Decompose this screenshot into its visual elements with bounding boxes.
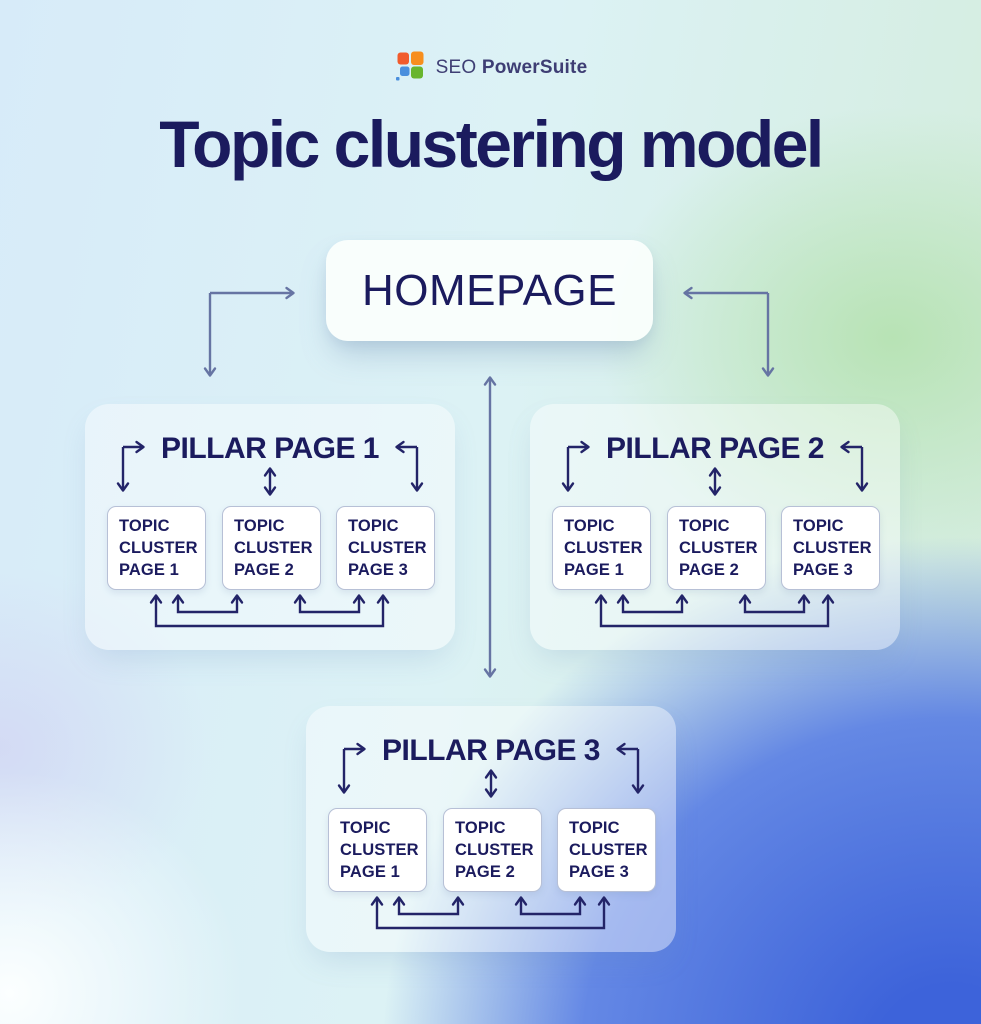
cluster-line: CLUSTER xyxy=(340,841,419,859)
cluster-line: CLUSTER xyxy=(119,539,198,557)
cluster-line: PAGE 2 xyxy=(679,561,739,579)
cluster-line: TOPIC xyxy=(348,517,399,535)
logo-text: SEO PowerSuite xyxy=(436,57,588,79)
cluster-line: TOPIC xyxy=(119,517,170,535)
cluster-line: TOPIC xyxy=(564,517,615,535)
homepage-left-arrow xyxy=(203,286,295,377)
cluster-line: PAGE 2 xyxy=(455,863,515,881)
logo-text-powersuite: PowerSuite xyxy=(481,56,588,78)
cluster-line: PAGE 1 xyxy=(340,863,400,881)
topic-cluster-node: TOPIC CLUSTER PAGE 2 xyxy=(443,808,542,892)
homepage-node: HOMEPAGE xyxy=(326,240,653,341)
pillar-title-left-arrow xyxy=(337,742,366,794)
pillar-title-left-arrow xyxy=(116,440,145,492)
pillar-internal-arrows xyxy=(561,440,869,628)
pillar-title-right-arrow xyxy=(395,440,424,492)
cluster-line: TOPIC xyxy=(234,517,285,535)
logo-text-seo: SEO xyxy=(435,56,477,78)
topic-cluster-node: TOPIC CLUSTER PAGE 2 xyxy=(667,506,766,590)
pillar-page-2-panel: PILLAR PAGE 2 TOPIC CLUSTER PAGE 1 TOPIC… xyxy=(530,404,900,650)
page-title: Topic clustering model xyxy=(159,107,824,181)
pillar-page-title: PILLAR PAGE 1 xyxy=(161,432,379,465)
pillar-internal-arrows xyxy=(116,440,424,628)
pillar-title-left-arrow xyxy=(561,440,590,492)
cluster-line: CLUSTER xyxy=(455,841,534,859)
cluster-line: PAGE 1 xyxy=(119,561,179,579)
cluster-line: PAGE 3 xyxy=(348,561,408,579)
cluster-line: CLUSTER xyxy=(569,841,648,859)
cluster-interlink-arrows xyxy=(149,594,390,628)
cluster-interlink-arrows xyxy=(594,594,835,628)
seo-powersuite-logo-icon xyxy=(395,51,424,81)
pillar-title-right-arrow xyxy=(840,440,869,492)
homepage-right-arrow xyxy=(683,286,775,377)
cluster-line: CLUSTER xyxy=(679,539,758,557)
topic-cluster-node: TOPIC CLUSTER PAGE 1 xyxy=(328,808,427,892)
pillar-page-title: PILLAR PAGE 3 xyxy=(382,734,600,767)
cluster-line: TOPIC xyxy=(340,819,391,837)
topic-cluster-node: TOPIC CLUSTER PAGE 3 xyxy=(336,506,435,590)
homepage-label: HOMEPAGE xyxy=(361,265,617,315)
pillar-page-1-panel: PILLAR PAGE 1 TOPIC CLUSTER PAGE 1 TOPIC… xyxy=(85,404,455,650)
cluster-line: CLUSTER xyxy=(564,539,643,557)
cluster-line: PAGE 1 xyxy=(564,561,624,579)
cluster-line: TOPIC xyxy=(793,517,844,535)
cluster-line: CLUSTER xyxy=(234,539,313,557)
logo: SEO PowerSuite xyxy=(0,51,981,84)
cluster-line: CLUSTER xyxy=(348,539,427,557)
cluster-line: TOPIC xyxy=(679,517,730,535)
pillar-title-right-arrow xyxy=(616,742,645,794)
topic-cluster-node: TOPIC CLUSTER PAGE 3 xyxy=(557,808,656,892)
pillar-page-title: PILLAR PAGE 2 xyxy=(606,432,824,465)
pillar-page-3-panel: PILLAR PAGE 3 TOPIC CLUSTER PAGE 1 TOPIC… xyxy=(306,706,676,952)
cluster-line: TOPIC xyxy=(569,819,620,837)
cluster-line: CLUSTER xyxy=(793,539,872,557)
cluster-interlink-arrows xyxy=(370,896,611,930)
pillar-internal-arrows xyxy=(337,742,645,930)
topic-cluster-node: TOPIC CLUSTER PAGE 1 xyxy=(552,506,651,590)
cluster-line: PAGE 2 xyxy=(234,561,294,579)
cluster-line: TOPIC xyxy=(455,819,506,837)
topic-cluster-node: TOPIC CLUSTER PAGE 3 xyxy=(781,506,880,590)
cluster-line: PAGE 3 xyxy=(569,863,629,881)
topic-cluster-node: TOPIC CLUSTER PAGE 2 xyxy=(222,506,321,590)
topic-cluster-node: TOPIC CLUSTER PAGE 1 xyxy=(107,506,206,590)
cluster-line: PAGE 3 xyxy=(793,561,853,579)
